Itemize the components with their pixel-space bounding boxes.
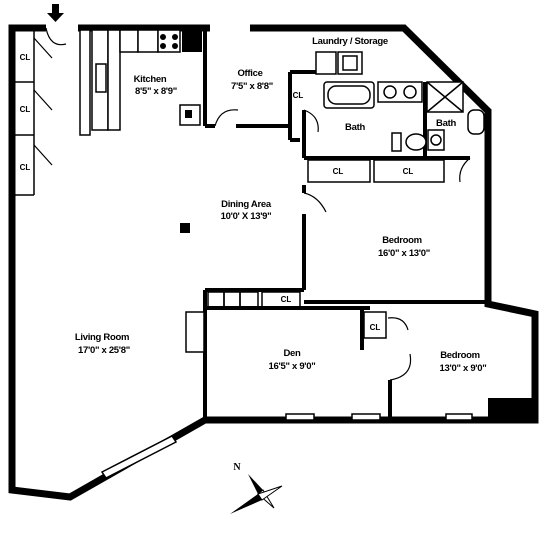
closet-label: CL — [403, 167, 414, 176]
laundry-name: Laundry / Storage — [312, 36, 388, 47]
compass-icon: N — [230, 462, 283, 514]
closet-label: CL — [20, 163, 31, 172]
bath1-name: Bath — [345, 122, 365, 133]
kitchen-counters — [79, 29, 202, 136]
closet-label: CL — [370, 323, 381, 332]
corner-block — [488, 398, 533, 418]
bedroom2-name: Bedroom — [440, 350, 480, 361]
bath2-fixtures — [426, 81, 485, 151]
office-dims: 7'5" x 8'8" — [231, 81, 273, 92]
kitchen-dims: 8'5" x 8'9" — [135, 86, 177, 97]
den-name: Den — [283, 348, 301, 359]
north-label: N — [233, 462, 241, 473]
bedroom1-dims: 16'0" x 13'0" — [378, 248, 430, 259]
left-closets — [12, 30, 53, 196]
closet-label: CL — [20, 53, 31, 62]
dining-dims: 10'0' X 13'9" — [221, 211, 272, 222]
column — [180, 223, 190, 233]
closet-label: CL — [20, 105, 31, 114]
entry-arrow-icon — [45, 4, 67, 46]
bath1-fixtures — [323, 81, 427, 152]
living-room-name: Living Room — [75, 332, 129, 343]
office-name: Office — [237, 68, 262, 79]
kitchen-name: Kitchen — [134, 74, 167, 85]
bedroom1-name: Bedroom — [382, 235, 422, 246]
laundry-fixtures — [315, 51, 363, 75]
windows — [100, 413, 473, 479]
bedroom2-closet — [363, 311, 387, 339]
living-room-dims: 17'0" x 25'8" — [78, 345, 130, 356]
den-storage — [185, 291, 301, 353]
den-dims: 16'5" x 9'0" — [269, 361, 316, 372]
dining-name: Dining Area — [221, 199, 272, 210]
bedroom1-closets — [307, 159, 445, 183]
closet-label: CL — [281, 295, 292, 304]
closet-label: CL — [333, 167, 344, 176]
bedroom2-dims: 13'0" x 9'0" — [440, 363, 487, 374]
closet-label: CL — [293, 91, 304, 100]
bath2-name: Bath — [436, 118, 456, 129]
